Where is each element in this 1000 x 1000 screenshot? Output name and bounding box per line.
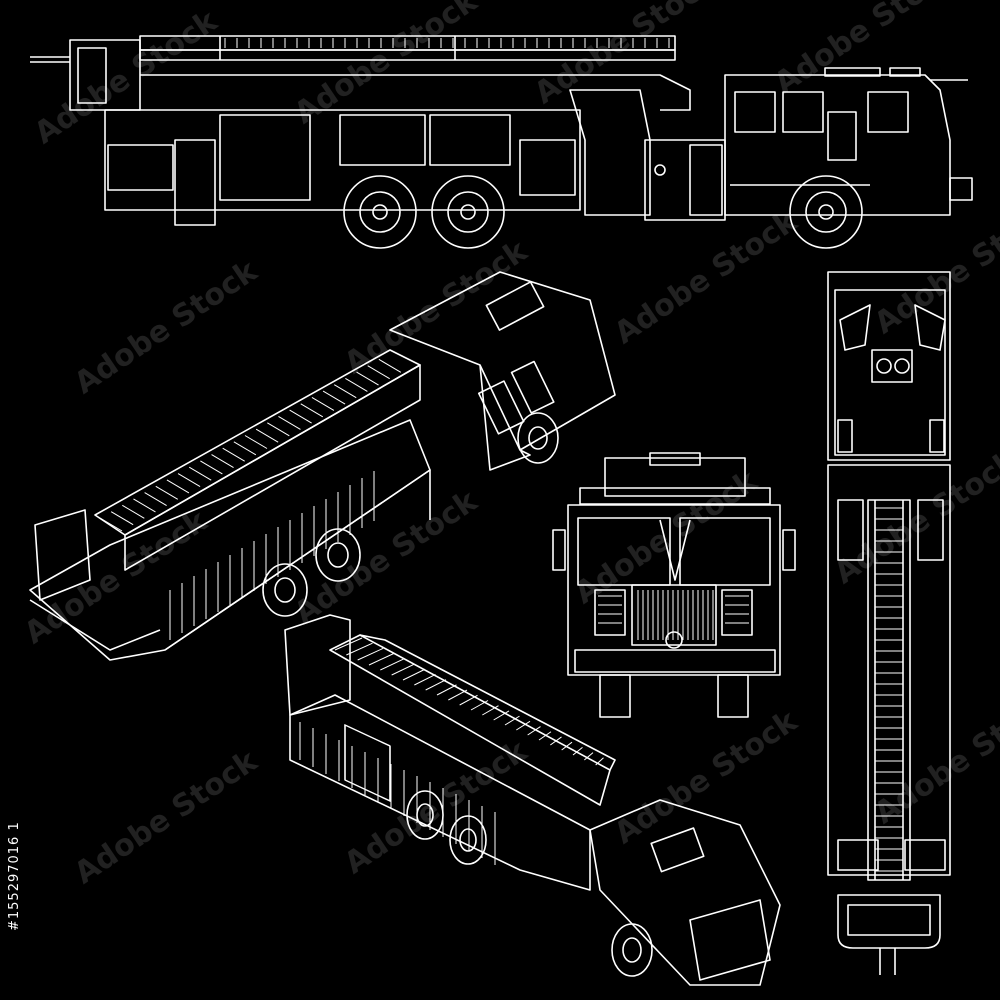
iso-rear-wheels <box>262 412 559 617</box>
iso-front-wheels <box>406 790 653 977</box>
side-wheels <box>343 175 863 249</box>
stock-id-label: #155297016 1 <box>7 821 22 931</box>
